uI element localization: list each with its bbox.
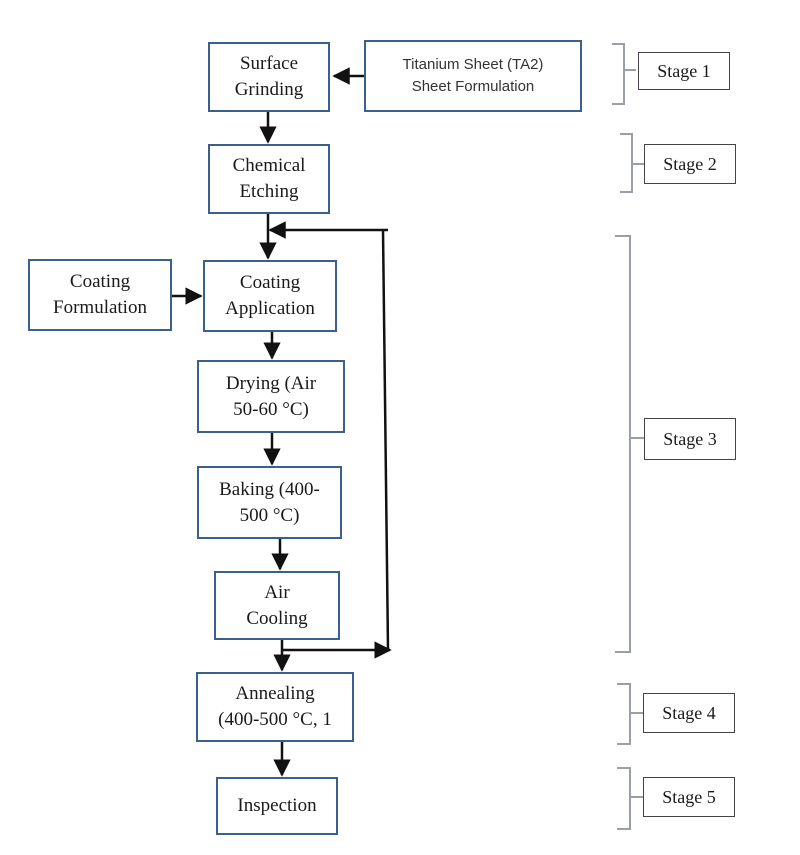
chemical-etching-box: Chemical Etching [208, 144, 330, 214]
drying-line1: Drying (Air [225, 372, 317, 394]
surface-grinding-box: Surface Grinding [208, 42, 330, 112]
baking-line1: Baking (400- [219, 478, 320, 500]
drying-box: Drying (Air 50-60 °C) [197, 360, 345, 433]
stage-1-label: Stage 1 [638, 52, 730, 90]
coating-formulation-box: Coating Formulation [28, 259, 172, 331]
loop-vertical-line [381, 229, 390, 651]
coating-formulation-line1: Coating [69, 271, 131, 292]
inspection-box: Inspection [216, 777, 338, 835]
air-cooling-line1: Air [264, 581, 290, 603]
stage-4-label: Stage 4 [643, 693, 735, 733]
stage-1-bracket [612, 43, 636, 105]
air-cooling-box: Air Cooling [214, 571, 340, 640]
titanium-sheet-box: Titanium Sheet (TA2) Sheet Formulation [364, 40, 582, 112]
titanium-sheet-line1: Titanium Sheet (TA2) [402, 56, 544, 73]
baking-line2: 500 °C) [239, 504, 300, 526]
chemical-etching-line2: Etching [239, 181, 299, 202]
coating-formulation-line2: Formulation [53, 297, 147, 318]
annealing-line2: (400-500 °C, 1 [218, 709, 332, 730]
titanium-sheet-line2: Sheet Formulation [411, 78, 535, 95]
coating-application-box: Coating Application [203, 260, 337, 332]
baking-box: Baking (400- 500 °C) [197, 466, 342, 539]
air-cooling-line2: Cooling [246, 607, 308, 629]
coating-application-line1: Coating [239, 272, 301, 293]
stage-3-label: Stage 3 [644, 418, 736, 460]
surface-grinding-line1: Surface [239, 53, 299, 74]
stage-4-bracket [617, 683, 643, 745]
inspection-line1: Inspection [237, 795, 317, 816]
annealing-line1: Annealing [235, 683, 315, 704]
coating-application-line2: Application [225, 298, 315, 319]
chemical-etching-line1: Chemical [232, 155, 306, 176]
stage-2-bracket [620, 133, 644, 193]
stage-5-bracket [617, 767, 643, 830]
stage-2-label: Stage 2 [644, 144, 736, 184]
annealing-box: Annealing (400-500 °C, 1 [196, 672, 354, 742]
surface-grinding-line2: Grinding [234, 79, 304, 100]
stage-5-label: Stage 5 [643, 777, 735, 817]
drying-line2: 50-60 °C) [233, 398, 309, 420]
stage-3-bracket [615, 235, 644, 653]
